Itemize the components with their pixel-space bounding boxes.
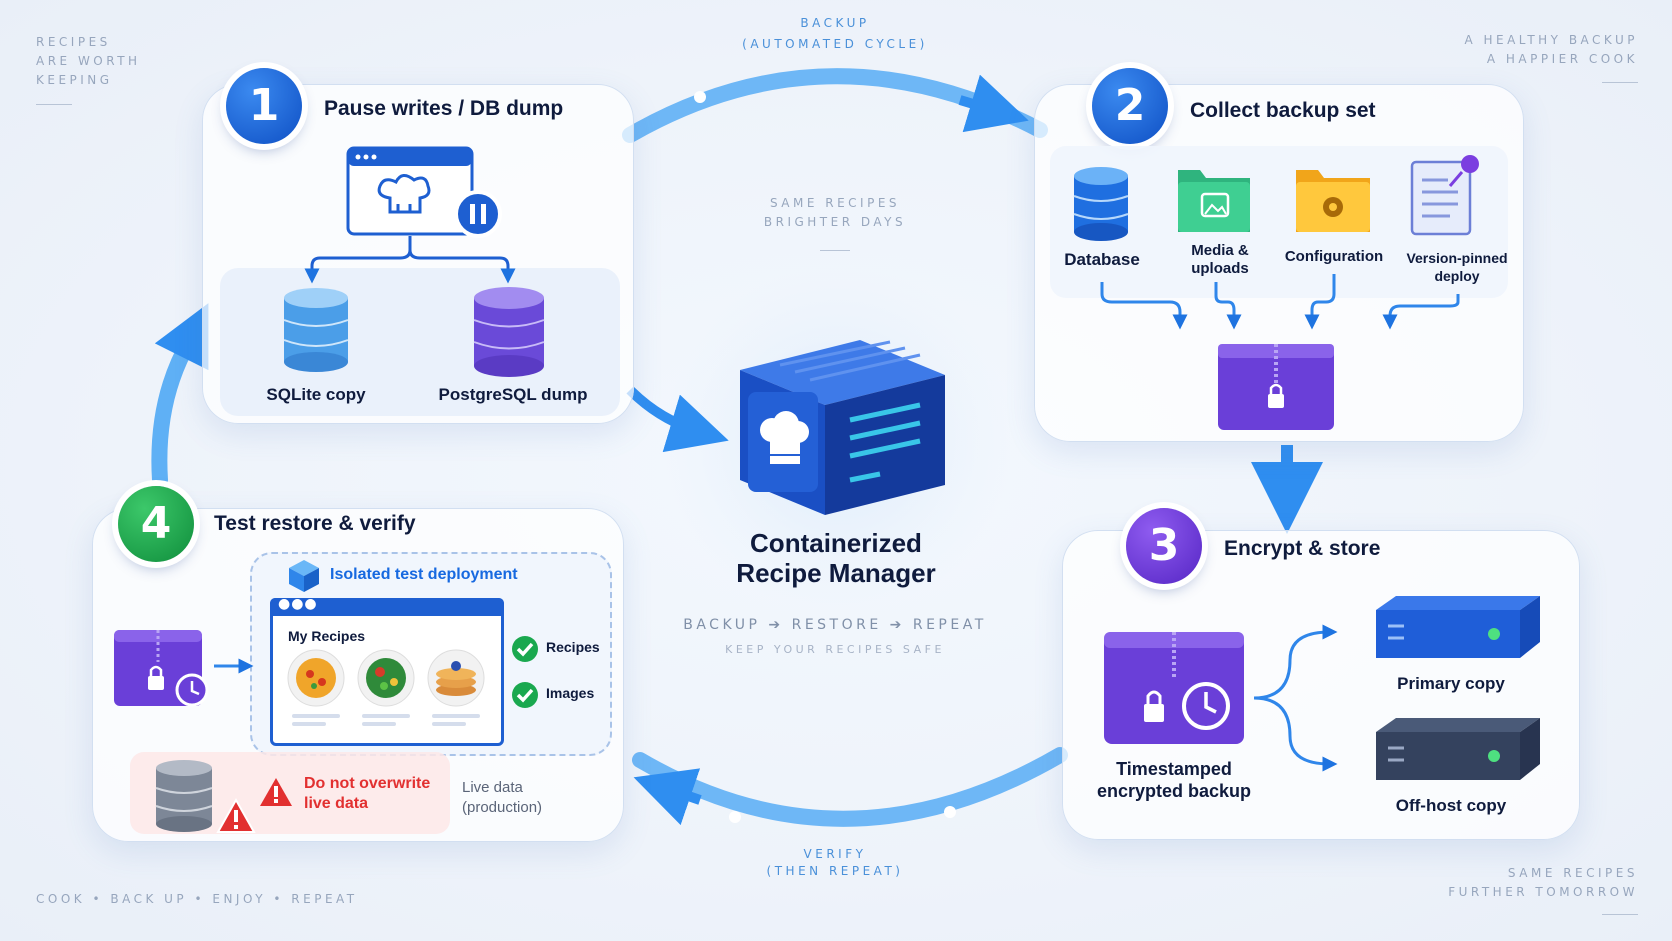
check-icon: [512, 682, 538, 708]
cycle-bottom-sub: (then repeat): [766, 864, 904, 878]
corner-top-left: Recipes are worth keeping: [36, 33, 141, 90]
label-line: encrypted backup: [1096, 781, 1252, 801]
step2-badge: 2: [1092, 68, 1168, 144]
timestamped-backup-label: Timestamped encrypted backup: [1080, 758, 1268, 802]
step4-title: Test restore & verify: [214, 512, 416, 535]
center-sub: Keep your recipes safe: [725, 643, 945, 656]
sqlite-db-icon: [283, 288, 349, 372]
corner-text: keeping: [36, 73, 113, 87]
pasta-dish-icon: [287, 649, 345, 707]
app-title: My Recipes: [288, 628, 366, 644]
check-icon: [512, 636, 538, 662]
corner-text: A healthy backup: [1464, 33, 1638, 47]
sqlite-label: SQLite copy: [266, 385, 366, 404]
title-line: Recipe Manager: [736, 558, 936, 588]
window-titlebar: [270, 598, 504, 616]
check-images-label: Images: [546, 685, 595, 701]
corner-bottom-left: Cook • Back up • Enjoy • Repeat: [36, 892, 358, 906]
collect-item-label: Media & uploads: [1170, 242, 1270, 278]
corner-top-right: A healthy backup a happier cook: [1464, 31, 1638, 69]
divider: [820, 250, 850, 251]
restore-arc: [151, 332, 198, 488]
verify-arc: [632, 747, 1068, 827]
timestamped-archive-icon: [1104, 632, 1244, 744]
step1-diagram: [283, 146, 545, 377]
step1-title: Pause writes / DB dump: [324, 97, 564, 120]
pancakes-dish-icon: [427, 649, 485, 707]
cycle-top-sub: (Automated cycle): [742, 37, 928, 51]
label-line: deploy: [1434, 268, 1480, 284]
step3-diagram: [1104, 596, 1540, 780]
database-icon: [1073, 167, 1129, 241]
label-line: Media &: [1191, 242, 1249, 259]
salad-dish-icon: [357, 649, 415, 707]
step1-badge: 1: [226, 68, 302, 144]
step4-badge: 4: [118, 486, 194, 562]
live-data-label: Live data (production): [462, 778, 542, 818]
divider: [1602, 914, 1638, 915]
arrow-icon: ➔: [889, 617, 913, 633]
center-flow: Backup ➔ Restore ➔ Repeat: [660, 616, 1010, 635]
collect-item-label: Version-pinned deploy: [1398, 249, 1516, 285]
divider: [1602, 82, 1638, 83]
media-folder-icon: [1178, 170, 1250, 232]
collect-item-label: Database: [1064, 250, 1140, 269]
flow-word: Backup: [683, 617, 761, 633]
center-tagline: Same recipes brighter days: [735, 194, 935, 232]
corner-bottom-right: Same recipes further tomorrow: [1448, 864, 1638, 902]
flow-word: Repeat: [912, 617, 987, 633]
warning-label: Do not overwrite live data: [304, 774, 430, 814]
cycle-bottom-label: Verify: [803, 847, 867, 861]
server-cube-icon: [740, 340, 945, 515]
step2-diagram: [1073, 155, 1479, 430]
center-title: Containerized Recipe Manager: [688, 528, 984, 588]
cube-icon: [289, 560, 319, 592]
title-line: Containerized: [750, 528, 922, 558]
arrow-icon: ➔: [768, 617, 792, 633]
pinned-document-icon: [1410, 155, 1479, 236]
corner-text: further tomorrow: [1448, 885, 1638, 899]
primary-copy-label: Primary copy: [1397, 674, 1505, 693]
step3-title: Encrypt & store: [1224, 537, 1381, 560]
label-line: live data: [304, 795, 369, 812]
divider: [36, 104, 72, 105]
postgres-label: PostgreSQL dump: [438, 385, 588, 404]
step2-title: Collect backup set: [1190, 99, 1376, 122]
offhost-server-icon: [1376, 718, 1540, 780]
cycle-top-label: Backup: [800, 16, 870, 30]
restore-archive-icon: [114, 630, 254, 707]
postgres-db-icon: [473, 287, 545, 377]
chef-hat-icon: [377, 174, 431, 214]
collect-item-label: Configuration: [1284, 248, 1384, 265]
check-recipes-label: Recipes: [546, 639, 600, 655]
step1-to-center: [626, 386, 729, 453]
isolated-label: Isolated test deployment: [330, 566, 518, 583]
label-line: (production): [462, 799, 543, 816]
label-line: Version-pinned: [1406, 250, 1508, 266]
primary-server-icon: [1376, 596, 1540, 658]
recipe-thumbnails: [287, 649, 485, 726]
step3-badge: 3: [1126, 508, 1202, 584]
tagline-text: Same recipes: [769, 196, 901, 210]
flow-word: Restore: [791, 617, 882, 633]
window-dots-icon: ●●●: [278, 596, 318, 612]
label-line: uploads: [1191, 260, 1249, 277]
config-folder-icon: [1296, 170, 1370, 232]
corner-text: are worth: [36, 54, 141, 68]
archive-box-icon: [1218, 344, 1334, 430]
label-line: Do not overwrite: [304, 775, 431, 792]
offhost-copy-label: Off-host copy: [1395, 796, 1507, 815]
label-line: Timestamped: [1116, 759, 1232, 779]
corner-text: Same recipes: [1507, 866, 1638, 880]
corner-text: a happier cook: [1486, 52, 1638, 66]
label-line: Live data: [462, 779, 523, 796]
live-db-warning-icon: [155, 760, 292, 833]
tagline-text: brighter days: [763, 215, 907, 229]
corner-text: Recipes: [36, 35, 111, 49]
